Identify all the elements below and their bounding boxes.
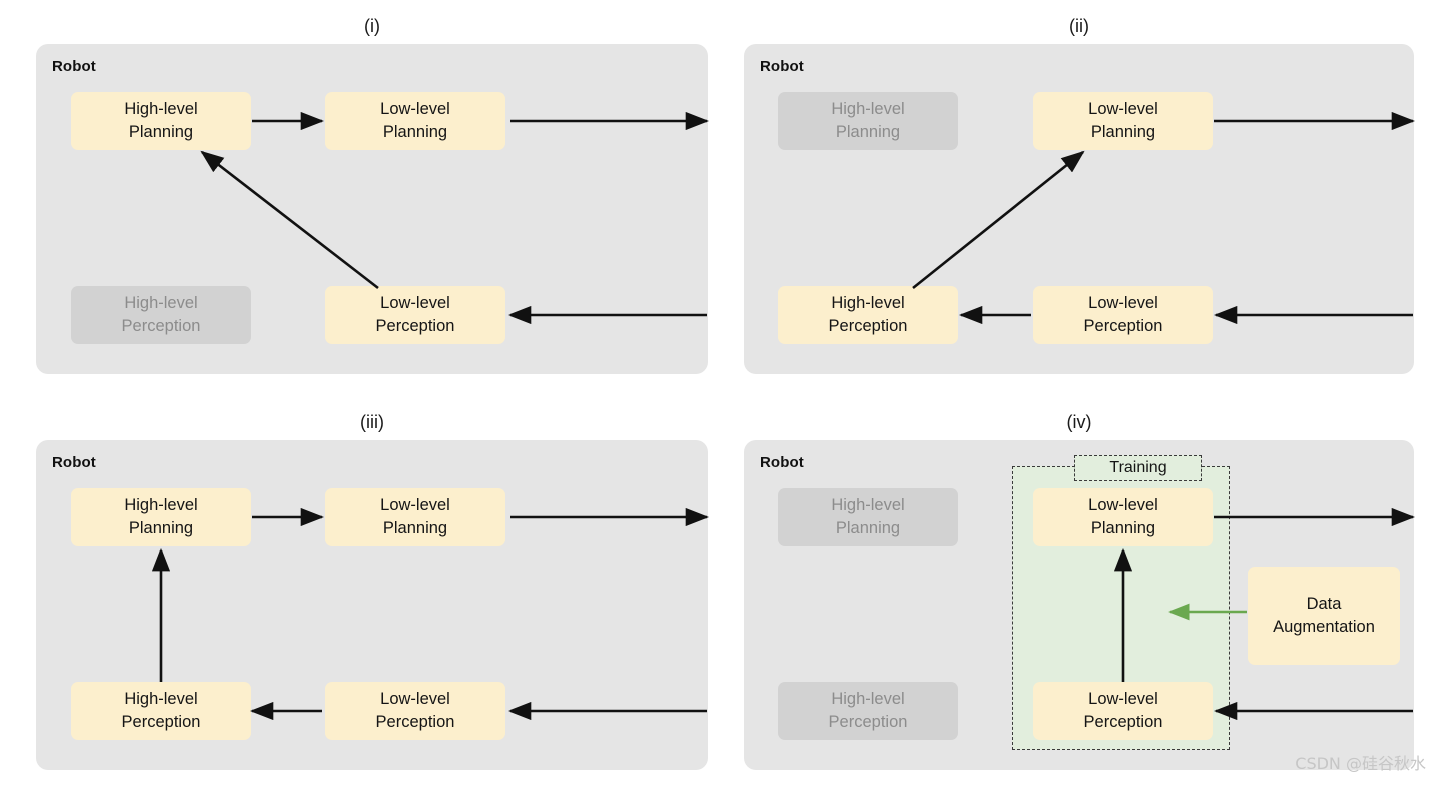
node-line-1: Low-level (1088, 99, 1158, 118)
node-line-1: Low-level (1088, 495, 1158, 514)
panel-iv-training-tag: Training (1074, 455, 1202, 481)
panel-i-node-high-level-perception[interactable]: High-level Perception (71, 286, 251, 344)
panel-iv-node-data-augmentation[interactable]: Data Augmentation (1248, 567, 1400, 665)
panel-ii-node-low-level-planning[interactable]: Low-level Planning (1033, 92, 1213, 150)
node-line-1: Low-level (1088, 689, 1158, 708)
node-line-2: Perception (375, 713, 455, 731)
node-line-1: High-level (124, 689, 198, 708)
panel-i-robot-label: Robot (52, 58, 96, 75)
panel-caption-ii: (ii) (1069, 16, 1089, 36)
panel-ii-node-high-level-planning[interactable]: High-level Planning (778, 92, 958, 150)
node-line-2: Planning (1090, 123, 1156, 141)
node-line-1: Low-level (380, 99, 450, 118)
panel-i-node-high-level-planning[interactable]: High-level Planning (71, 92, 251, 150)
node-line-1: Low-level (380, 495, 450, 514)
node-line-1: Low-level (380, 689, 450, 708)
panel-iv-node-high-level-planning[interactable]: High-level Planning (778, 488, 958, 546)
panel-ii: Robot High-level Planning Low-level Plan… (744, 44, 1414, 374)
node-line-1: High-level (124, 99, 198, 118)
panel-iv-node-low-level-perception[interactable]: Low-level Perception (1033, 682, 1213, 740)
panel-iv-node-low-level-planning[interactable]: Low-level Planning (1033, 488, 1213, 546)
panel-iv-robot-label: Robot (760, 454, 804, 471)
panel-caption-i: (i) (364, 16, 380, 36)
node-line-1: High-level (831, 293, 905, 312)
node-line-1: Low-level (1088, 293, 1158, 312)
csdn-watermark: CSDN @硅谷秋水 (1295, 754, 1426, 773)
panel-iii-node-low-level-perception[interactable]: Low-level Perception (325, 682, 505, 740)
panel-iii-robot-label: Robot (52, 454, 96, 471)
panel-iii-node-high-level-perception[interactable]: High-level Perception (71, 682, 251, 740)
panel-caption-iii: (iii) (360, 412, 384, 432)
node-line-2: Perception (121, 713, 201, 731)
training-label: Training (1109, 459, 1167, 476)
panel-iii-node-high-level-planning[interactable]: High-level Planning (71, 488, 251, 546)
node-line-2: Augmentation (1273, 618, 1375, 636)
node-line-2: Planning (1090, 519, 1156, 537)
panel-iv: Robot Training High-level Planning Low-l… (744, 440, 1414, 770)
panel-ii-node-high-level-perception[interactable]: High-level Perception (778, 286, 958, 344)
node-line-1: Data (1306, 594, 1342, 613)
node-line-2: Perception (828, 317, 908, 335)
panel-ii-node-low-level-perception[interactable]: Low-level Perception (1033, 286, 1213, 344)
panel-ii-robot-label: Robot (760, 58, 804, 75)
node-line-1: High-level (831, 689, 905, 708)
node-line-2: Perception (121, 317, 201, 335)
node-line-2: Perception (1083, 713, 1163, 731)
node-line-2: Planning (382, 519, 448, 537)
panel-caption-iv: (iv) (1066, 412, 1092, 432)
panel-iv-node-high-level-perception[interactable]: High-level Perception (778, 682, 958, 740)
panel-i-node-low-level-perception[interactable]: Low-level Perception (325, 286, 505, 344)
node-line-2: Perception (375, 317, 455, 335)
node-line-1: High-level (831, 495, 905, 514)
node-line-2: Planning (835, 123, 901, 141)
node-line-1: High-level (124, 293, 198, 312)
panel-iii-node-low-level-planning[interactable]: Low-level Planning (325, 488, 505, 546)
panel-i-node-low-level-planning[interactable]: Low-level Planning (325, 92, 505, 150)
node-line-1: High-level (831, 99, 905, 118)
node-line-2: Perception (828, 713, 908, 731)
panel-i: Robot High-level Planning Low-level Plan… (36, 44, 708, 374)
node-line-1: High-level (124, 495, 198, 514)
node-line-2: Planning (382, 123, 448, 141)
node-line-2: Planning (128, 519, 194, 537)
panel-iii: Robot High-level Planning Low-level Plan… (36, 440, 708, 770)
node-line-1: Low-level (380, 293, 450, 312)
node-line-2: Planning (128, 123, 194, 141)
node-line-2: Perception (1083, 317, 1163, 335)
node-line-2: Planning (835, 519, 901, 537)
